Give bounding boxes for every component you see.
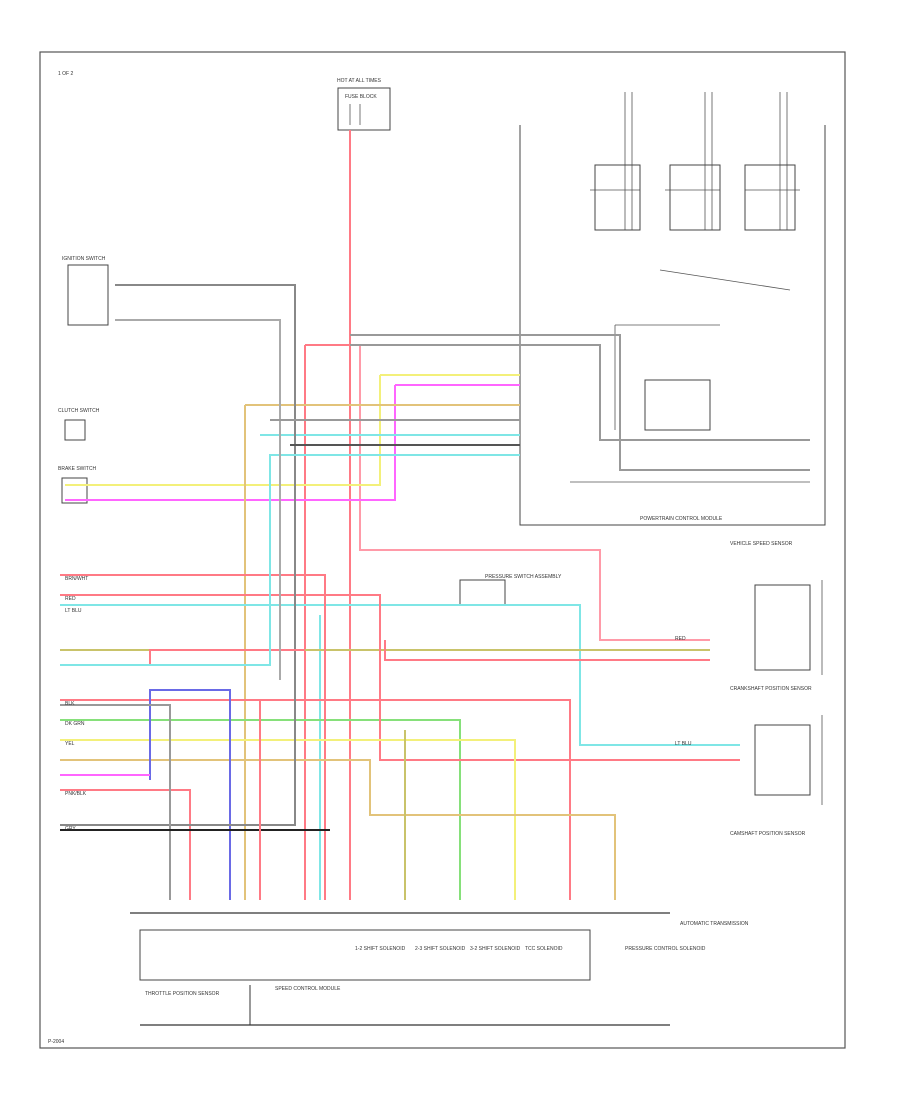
wire-gray-3: [115, 319, 281, 680]
svg-text:BRN/WHT: BRN/WHT: [65, 576, 88, 582]
transmission-connector: AUTOMATIC TRANSMISSION: [130, 912, 749, 1026]
svg-text:DK GRN: DK GRN: [65, 721, 85, 727]
svg-text:PNK/BLK: PNK/BLK: [65, 791, 87, 797]
throttle-sensor-label: THROTTLE POSITION SENSOR: [145, 991, 220, 997]
diagram-border: [39, 51, 846, 1049]
svg-text:FUSE BLOCK: FUSE BLOCK: [345, 94, 377, 100]
svg-text:IGNITION SWITCH: IGNITION SWITCH: [62, 256, 106, 262]
pcm-top-connectors: [590, 92, 800, 231]
solenoid-2-label: 2-3 SHIFT SOLENOID: [415, 946, 466, 952]
svg-text:BLK: BLK: [65, 701, 75, 707]
wire-red-10: [384, 640, 710, 661]
wire-green-2: [60, 454, 520, 666]
wire-cyan-2: [60, 604, 740, 746]
svg-text:VEHICLE SPEED SENSOR: VEHICLE SPEED SENSOR: [730, 541, 793, 547]
wire-magenta-2: [65, 385, 396, 501]
svg-text:HOT AT ALL TIMES: HOT AT ALL TIMES: [337, 78, 382, 84]
solenoid-1-label: 1-2 SHIFT SOLENOID: [355, 946, 406, 952]
wire-gray-4: [350, 334, 810, 471]
speed-module-label: SPEED CONTROL MODULE: [275, 986, 341, 992]
pressure-switch: PRESSURE SWITCH ASSEMBLY: [459, 574, 562, 606]
svg-text:BRAKE SWITCH: BRAKE SWITCH: [58, 466, 96, 472]
svg-text:CLUTCH SWITCH: CLUTCH SWITCH: [58, 408, 100, 414]
solenoid-5-label: PRESSURE CONTROL SOLENOID: [625, 946, 706, 952]
solenoid-labels: THROTTLE POSITION SENSOR SPEED CONTROL M…: [145, 946, 706, 997]
wire-yellow-3: [60, 739, 516, 900]
hot-fuse-block: HOT AT ALL TIMES FUSE BLOCK: [337, 78, 391, 131]
wire-blue: [149, 689, 231, 900]
camshaft-position-sensor: CAMSHAFT POSITION SENSOR: [730, 831, 806, 837]
svg-text:GRY: GRY: [65, 826, 76, 832]
wire-red-7: [60, 789, 191, 900]
solenoid-4-label: TCC SOLENOID: [525, 946, 563, 952]
clutch-switch: CLUTCH SWITCH: [58, 408, 100, 441]
wire-red-5: [60, 594, 740, 761]
svg-text:LT BLU: LT BLU: [675, 741, 692, 747]
wire-harness: [60, 130, 810, 900]
svg-text:PRESSURE SWITCH ASSEMBLY: PRESSURE SWITCH ASSEMBLY: [485, 574, 562, 580]
crankshaft-position-sensor: CRANKSHAFT POSITION SENSOR: [730, 686, 823, 805]
wire-yellow-2: [65, 375, 381, 486]
powertrain-control-module: POWERTRAIN CONTROL MODULE: [519, 125, 826, 526]
wire-gray: [60, 284, 296, 826]
wire-pink: [359, 345, 710, 641]
svg-text:AUTOMATIC TRANSMISSION: AUTOMATIC TRANSMISSION: [680, 921, 749, 927]
wire-color-labels: BRN/WHT RED LT BLU BLK DK GRN YEL PNK/BL…: [65, 576, 692, 832]
svg-text:YEL: YEL: [65, 741, 75, 747]
wire-red-8: [149, 649, 305, 665]
wire-red-4: [60, 574, 326, 900]
wire-gray-2: [60, 704, 171, 900]
svg-text:RED: RED: [675, 636, 686, 642]
svg-text:CAMSHAFT POSITION SENSOR: CAMSHAFT POSITION SENSOR: [730, 831, 806, 837]
ignition-switch: IGNITION SWITCH: [62, 256, 109, 326]
svg-text:POWERTRAIN CONTROL MODULE: POWERTRAIN CONTROL MODULE: [640, 516, 723, 522]
svg-text:RED: RED: [65, 596, 76, 602]
vehicle-speed-sensor: VEHICLE SPEED SENSOR: [730, 541, 823, 675]
svg-text:CRANKSHAFT POSITION SENSOR: CRANKSHAFT POSITION SENSOR: [730, 686, 812, 692]
footer-label: P-2004: [48, 1039, 64, 1045]
brake-switch: BRAKE SWITCH: [58, 466, 96, 504]
solenoid-3-label: 3-2 SHIFT SOLENOID: [470, 946, 521, 952]
wire-gray-5: [350, 344, 810, 441]
wire-tan-3: [60, 759, 616, 900]
svg-text:LT BLU: LT BLU: [65, 608, 82, 614]
corner-label: 1 OF 2: [58, 71, 74, 77]
wire-green: [60, 719, 461, 900]
wire-red-6: [60, 699, 571, 900]
